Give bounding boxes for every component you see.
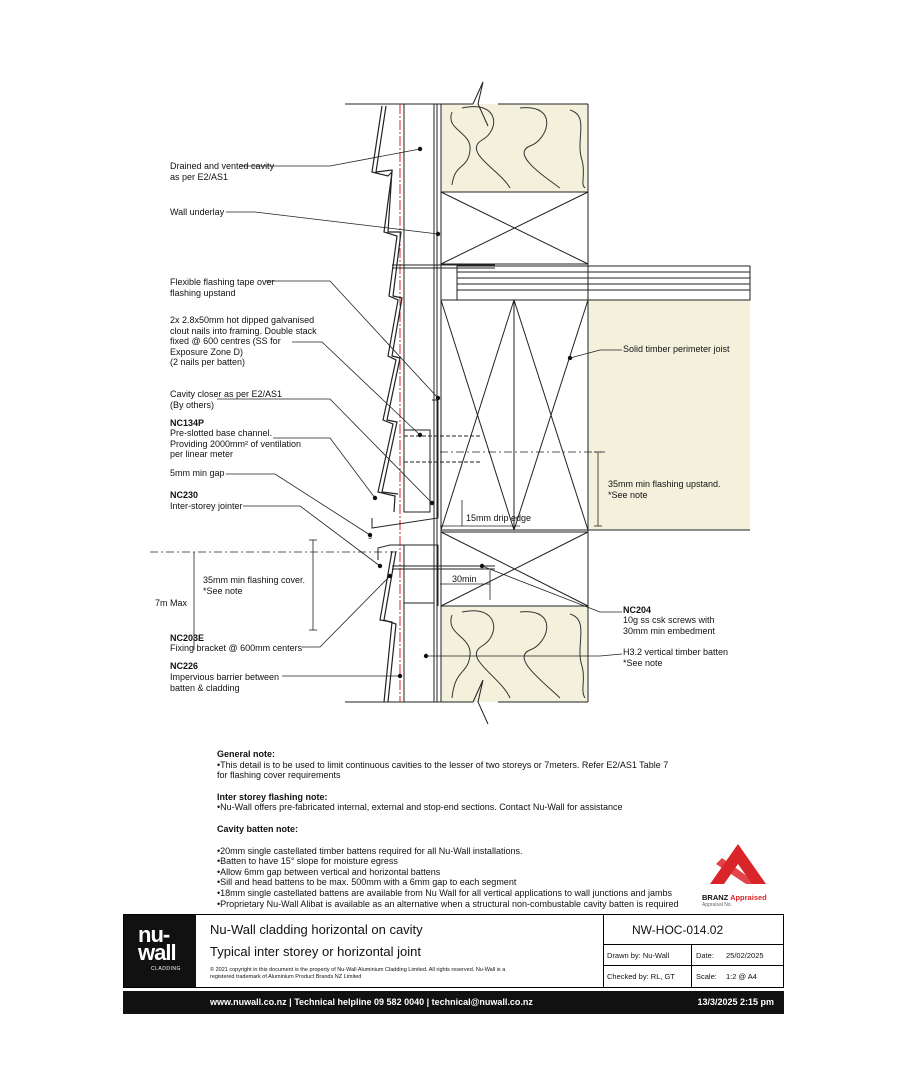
scale-label: Scale: xyxy=(696,972,717,981)
drawn-by: Drawn by: Nu-Wall xyxy=(607,951,670,960)
insulation-lower xyxy=(441,606,588,702)
label-cavity-closer: Cavity closer as per E2/AS1 (By others) xyxy=(170,389,283,410)
fixings xyxy=(392,264,495,570)
info-cell: NW-HOC-014.02 Drawn by: Nu-Wall Date: 25… xyxy=(603,915,784,987)
leader-dots xyxy=(367,146,573,679)
date-label: Date: xyxy=(696,951,714,960)
batten-note-heading: Cavity batten note: xyxy=(217,823,299,834)
branz-name: BRANZ xyxy=(702,893,729,902)
label-seven-m-max: 7m Max xyxy=(155,598,188,608)
joist-timber-zone xyxy=(588,300,750,530)
label-nc230-code: NC230 xyxy=(170,490,199,500)
interstorey-note-heading: Inter storey flashing note: xyxy=(217,791,328,802)
leader-lines xyxy=(217,148,623,677)
scale-value: 1:2 @ A4 xyxy=(726,972,757,981)
label-nc226-code: NC226 xyxy=(170,661,199,671)
insulation-upper xyxy=(441,104,588,192)
label-drip-edge: 15mm drip edge xyxy=(466,513,532,523)
footer-printed: 13/3/2025 2:15 pm xyxy=(697,997,774,1007)
batten-note-item: Sill and head battens to be max. 500mm w… xyxy=(217,877,737,888)
framing xyxy=(345,81,751,725)
label-flashing-cover: 35mm min flashing cover. *See note xyxy=(203,575,306,596)
notes-section: General note: This detail is to be used … xyxy=(217,749,737,909)
label-wall-underlay: Wall underlay xyxy=(170,207,225,217)
label-flashing-upstand: 35mm min flashing upstand. *See note xyxy=(608,479,721,500)
branz-status: Appraised xyxy=(730,893,767,902)
drawing-subtitle: Typical inter storey or horizontal joint xyxy=(210,944,421,959)
cladding-lower xyxy=(379,550,397,703)
label-drained-cavity: Drained and vented cavity as per E2/AS1 xyxy=(170,161,275,182)
label-clout-nails: 2x 2.8x50mm hot dipped galvanised clout … xyxy=(170,315,317,367)
section-drawing xyxy=(150,81,751,725)
label-nc134p-code: NC134P xyxy=(170,418,205,428)
logo-line-1: nu- xyxy=(138,922,170,947)
interstorey-note-item: Nu-Wall offers pre-fabricated internal, … xyxy=(217,802,737,813)
copyright-text: © 2021 copyright in this document is the… xyxy=(210,967,506,980)
batten-note-item: Allow 6mm gap between vertical and horiz… xyxy=(217,867,737,878)
general-note-heading: General note: xyxy=(217,749,276,759)
cladding-upper xyxy=(371,105,403,513)
label-flexible-tape: Flexible flashing tape over flashing ups… xyxy=(170,277,275,298)
date-value: 25/02/2025 xyxy=(726,951,764,960)
label-perimeter-joist: Solid timber perimeter joist xyxy=(623,344,730,354)
label-batten: H3.2 vertical timber batten *See note xyxy=(623,647,729,668)
branz-appraised-mark: BRANZ Appraised Appraisal No. xyxy=(702,840,774,908)
batten-note-item: Proprietary Nu-Wall Alibat is available … xyxy=(217,899,737,910)
batten-note-item: 18mm single castellated battens are avai… xyxy=(217,888,737,899)
drawing-number: NW-HOC-014.02 xyxy=(632,923,724,937)
branz-logo-icon xyxy=(710,844,766,884)
label-min-gap: 5mm min gap xyxy=(170,468,225,478)
label-nc203e-desc: Fixing bracket @ 600mm centers xyxy=(170,643,303,653)
label-gap-5: 5 xyxy=(368,534,372,541)
footer-bar: www.nuwall.co.nz | Technical helpline 09… xyxy=(123,991,784,1014)
general-note-item: This detail is to be used to limit conti… xyxy=(217,760,737,781)
logo-sub: CLADDING xyxy=(151,966,181,972)
label-nc134p-desc: Pre-slotted base channel. Providing 2000… xyxy=(170,428,302,459)
drawing-title: Nu-Wall cladding horizontal on cavity xyxy=(210,922,423,937)
label-thirty-min: 30min xyxy=(452,574,477,584)
checked-by: Checked by: RL, GT xyxy=(607,972,675,981)
nu-wall-logo: nu- wall CLADDING xyxy=(124,915,196,987)
base-channel xyxy=(371,399,439,606)
title-cell: Nu-Wall cladding horizontal on cavity Ty… xyxy=(196,915,603,987)
logo-line-2: wall xyxy=(138,940,177,965)
branz-sub: Appraisal No. xyxy=(702,902,733,908)
label-nc204-desc: 10g ss csk screws with 30mm min embedmen… xyxy=(623,615,716,636)
batten-note-item: Batten to have 15° slope for moisture eg… xyxy=(217,856,737,867)
label-nc226-desc: Impervious barrier between batten & clad… xyxy=(170,672,280,693)
dimension-lines xyxy=(150,451,605,650)
title-block: nu- wall CLADDING Nu-Wall cladding horiz… xyxy=(123,914,784,988)
label-nc230-desc: Inter-storey jointer xyxy=(170,501,243,511)
batten-note-item: 20mm single castellated timber battens r… xyxy=(217,846,737,857)
label-nc204-code: NC204 xyxy=(623,605,652,615)
label-nc203e-code: NC203E xyxy=(170,633,205,643)
footer-contact: www.nuwall.co.nz | Technical helpline 09… xyxy=(210,997,533,1007)
